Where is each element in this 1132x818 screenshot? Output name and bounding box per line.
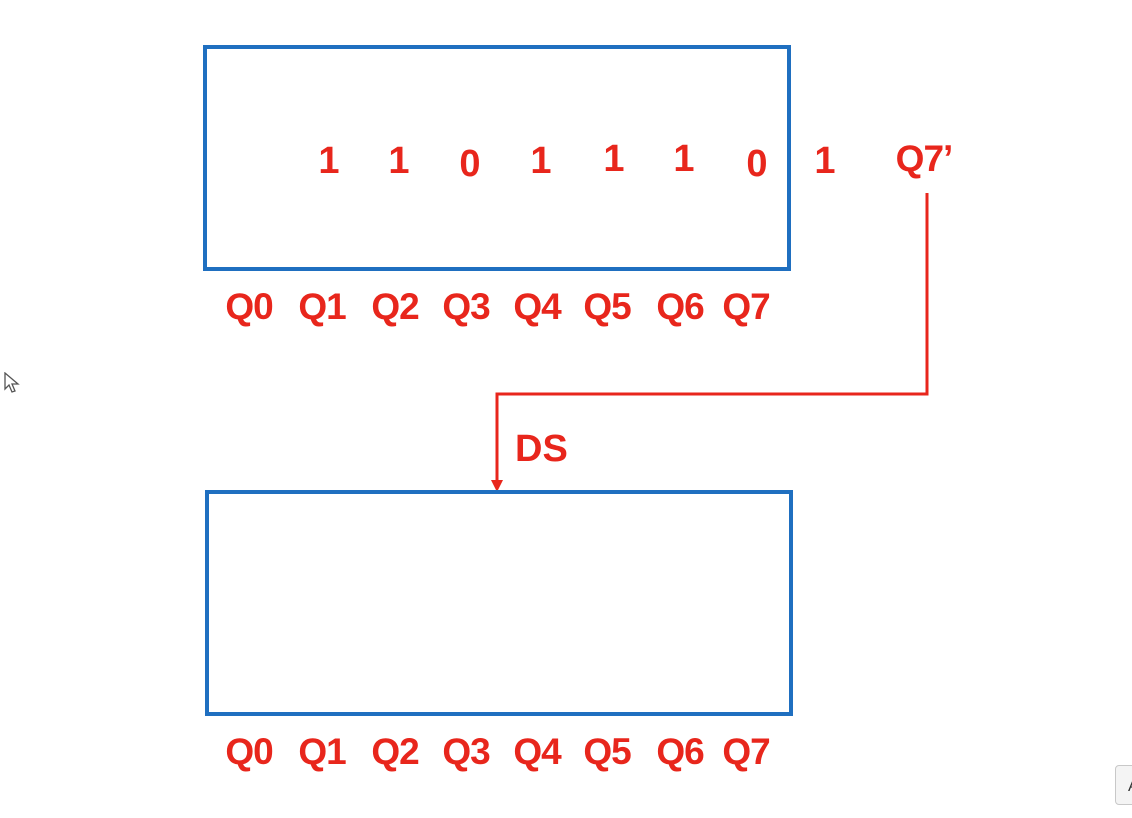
bottom-pin-label-q6: Q6 [656, 731, 704, 772]
corner-tab-button[interactable]: A [1115, 765, 1132, 805]
wire-arrowhead [491, 480, 503, 492]
bottom-pin-label-q5: Q5 [583, 731, 631, 772]
bottom-pin-label-q3: Q3 [442, 731, 490, 772]
top-pin-label-q6: Q6 [656, 286, 704, 327]
top-pin-label-q5: Q5 [583, 286, 631, 327]
bottom-pin-label-q1: Q1 [298, 731, 346, 772]
mouse-cursor-icon [4, 372, 20, 393]
bottom-shift-register [205, 490, 793, 716]
bottom-pin-label-q4: Q4 [513, 731, 561, 772]
top-pin-label-q3: Q3 [442, 286, 490, 327]
bottom-pin-label-q7: Q7 [722, 731, 770, 772]
top-register-bit-2: 0 [459, 143, 481, 185]
top-pin-label-q0: Q0 [225, 286, 273, 327]
serial-in-label: DS [515, 428, 568, 470]
bottom-pin-label-q0: Q0 [225, 731, 273, 772]
wire-path [495, 193, 929, 482]
serial-out-label: Q7’ [895, 138, 954, 179]
top-register-bit-3: 1 [530, 140, 552, 182]
top-register-bit-0: 1 [318, 140, 340, 182]
top-pin-label-q7: Q7 [722, 286, 770, 327]
top-shift-register [203, 45, 791, 271]
top-register-bit-1: 1 [388, 140, 410, 182]
shifted-out-bit: 1 [814, 140, 836, 182]
top-register-bit-4: 1 [603, 138, 625, 180]
top-register-bit-5: 1 [673, 138, 695, 180]
top-pin-label-q2: Q2 [371, 286, 419, 327]
top-pin-label-q4: Q4 [513, 286, 561, 327]
bottom-pin-label-q2: Q2 [371, 731, 419, 772]
top-register-bit-6: 0 [746, 143, 768, 185]
top-pin-label-q1: Q1 [298, 286, 346, 327]
